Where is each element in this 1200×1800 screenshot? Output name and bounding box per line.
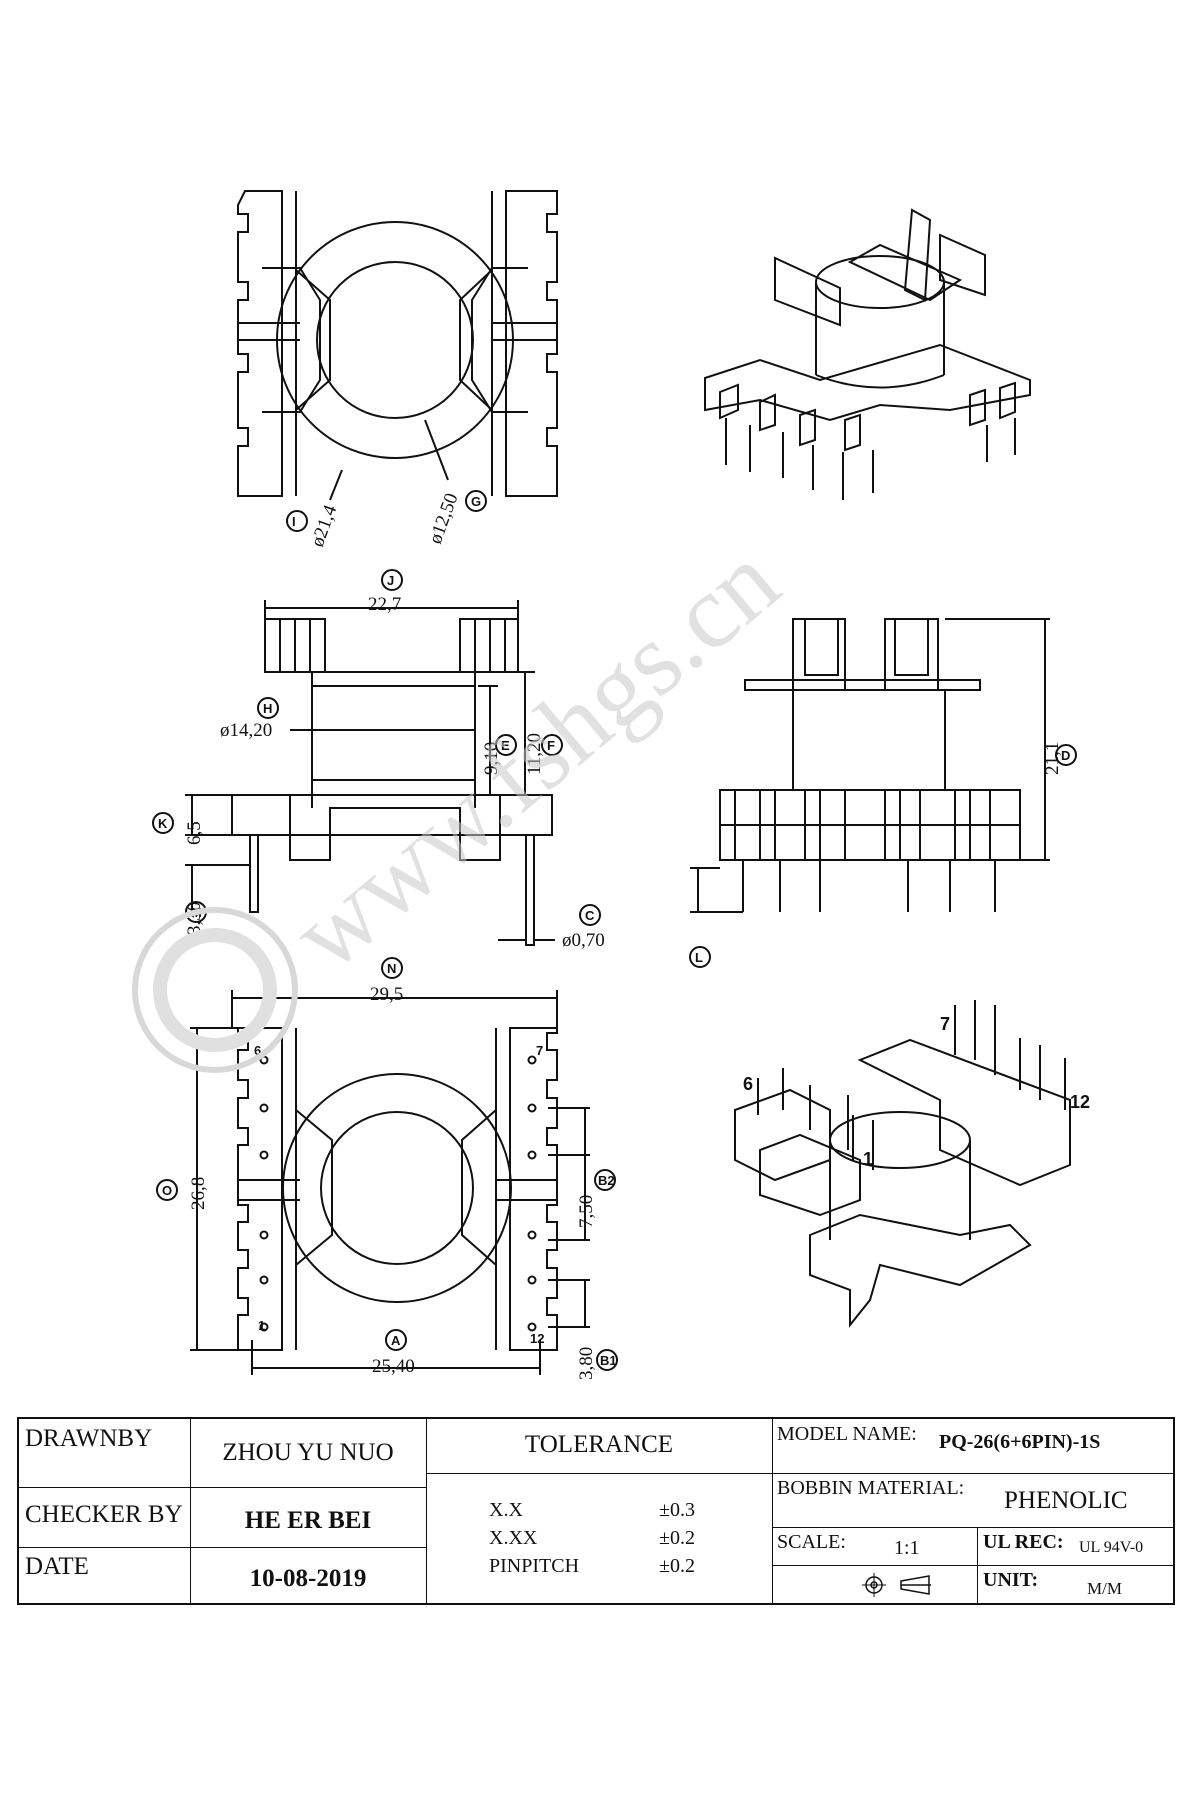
unit-label: UNIT: — [983, 1569, 1039, 1591]
technical-drawing: ø21,4 ø12,50 I G — [132, 190, 1090, 1380]
label-i: I — [292, 514, 296, 529]
label-b1: B1 — [600, 1353, 617, 1368]
label-k: K — [158, 816, 168, 831]
pin-6-label: 6 — [254, 1043, 261, 1058]
label-c: C — [585, 908, 595, 923]
checker-label: CHECKER BY — [25, 1501, 183, 1528]
tol-key-xxx: X.XX — [489, 1527, 538, 1549]
dim-h: ø14,20 — [220, 720, 272, 741]
dim-o: 26,8 — [188, 1177, 209, 1210]
label-l: L — [695, 950, 703, 965]
ul-label: UL REC: — [983, 1531, 1064, 1553]
pin-1-label: 1 — [258, 1318, 265, 1333]
dim-b2: 7,50 — [576, 1195, 597, 1228]
label-b2: B2 — [598, 1173, 615, 1188]
iso-pin-1-label: 1 — [863, 1149, 873, 1169]
label-f: F — [547, 738, 555, 753]
tol-key-pinpitch: PINPITCH — [489, 1555, 580, 1577]
side-view — [185, 600, 555, 946]
title-block: DRAWNBY ZHOU YU NUO CHECKER BY HE ER BEI… — [17, 1417, 1175, 1605]
iso-pin-12-label: 12 — [1070, 1092, 1090, 1112]
dim-k: 6,5 — [184, 821, 205, 845]
dim-f: 11,20 — [524, 733, 545, 775]
label-n: N — [387, 961, 396, 976]
bottom-view — [190, 990, 590, 1375]
scale-value: 1:1 — [894, 1537, 920, 1559]
date-label: DATE — [25, 1553, 89, 1580]
dim-b1: 3,80 — [576, 1347, 597, 1380]
iso-view-bottom — [734, 1000, 1071, 1328]
tol-val-pinpitch: ±0.2 — [659, 1555, 695, 1577]
unit-value: M/M — [1087, 1579, 1122, 1598]
dim-c: ø0,70 — [562, 930, 605, 951]
date-value: 10-08-2019 — [249, 1565, 367, 1592]
iso-pin-7-label: 7 — [940, 1014, 950, 1034]
label-g: G — [471, 494, 481, 509]
label-o: O — [162, 1183, 172, 1198]
scale-label: SCALE: — [777, 1531, 846, 1553]
dim-j: 22,7 — [368, 594, 401, 615]
material-label: BOBBIN MATERIAL: — [777, 1477, 965, 1499]
label-d: D — [1061, 748, 1070, 763]
material-value: PHENOLIC — [1004, 1487, 1128, 1514]
dim-i: ø21,4 — [307, 502, 342, 550]
tolerance-label: TOLERANCE — [524, 1431, 674, 1458]
tol-val-xx: ±0.3 — [659, 1499, 695, 1521]
dim-a: 25,40 — [372, 1356, 415, 1377]
front-view — [690, 618, 1050, 913]
drawn-by-label: DRAWNBY — [25, 1425, 153, 1452]
drawn-by-value: ZHOU YU NUO — [222, 1439, 394, 1466]
projection-symbol-icon — [862, 1573, 931, 1597]
checker-value: HE ER BEI — [244, 1507, 372, 1534]
top-view — [237, 190, 558, 501]
model-label: MODEL NAME: — [777, 1423, 917, 1445]
label-j: J — [387, 573, 394, 588]
pin-7-label: 7 — [536, 1043, 543, 1058]
pin-12-label: 12 — [530, 1331, 544, 1346]
tol-key-xx: X.X — [489, 1499, 523, 1521]
iso-view-top — [704, 208, 1031, 500]
iso-pin-6-label: 6 — [743, 1074, 753, 1094]
label-a: A — [391, 1333, 401, 1348]
dim-g: ø12,50 — [425, 490, 463, 546]
model-value: PQ-26(6+6PIN)-1S — [939, 1431, 1101, 1453]
label-e: E — [501, 738, 510, 753]
label-h: H — [263, 701, 272, 716]
dim-n: 29,5 — [370, 984, 403, 1005]
ul-value: UL 94V-0 — [1079, 1539, 1144, 1556]
tol-val-xxx: ±0.2 — [659, 1527, 695, 1549]
